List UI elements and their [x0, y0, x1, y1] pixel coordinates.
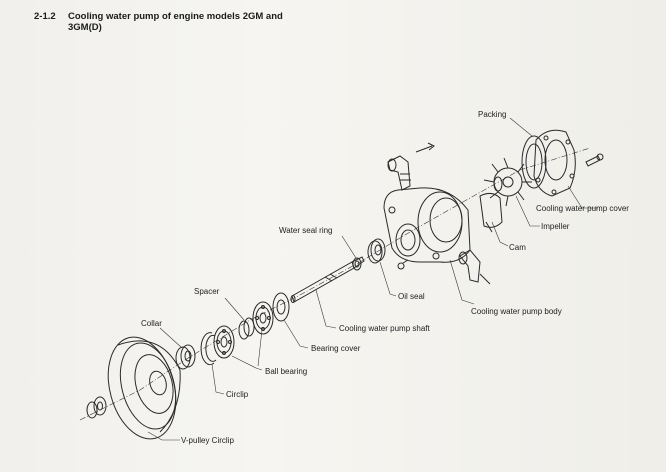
label-cam: Cam: [509, 243, 526, 252]
label-spacer: Spacer: [194, 287, 220, 296]
label-ball-bearing: Ball bearing: [265, 367, 307, 376]
leader-water-seal: [341, 235, 357, 259]
label-packing: Packing: [478, 110, 506, 119]
label-v-pulley-circlip: V-pulley Circlip: [181, 436, 234, 445]
spacer: [238, 317, 255, 340]
label-bearing-cover: Bearing cover: [311, 344, 361, 353]
cover-screw: [585, 153, 604, 167]
leader-spacer: [224, 297, 245, 321]
leader-lines: [147, 117, 598, 441]
leader-impeller: [515, 195, 540, 227]
elbow-fitting-top: [387, 142, 435, 191]
leader-cam: [491, 221, 509, 247]
section-title-line2: 3GM(D): [68, 22, 102, 33]
label-pump-shaft: Cooling water pump shaft: [339, 324, 430, 333]
cam: [479, 192, 503, 233]
leader-shaft: [315, 289, 337, 329]
pulley-nut: [86, 396, 107, 419]
label-circlip: Circlip: [226, 390, 249, 399]
collar: [175, 344, 196, 370]
ball-bearing-2: [252, 301, 274, 335]
impeller: [483, 157, 532, 207]
label-oil-seal: Oil seal: [398, 292, 425, 301]
leader-cover: [567, 185, 598, 209]
label-pump-cover: Cooling water pump cover: [536, 204, 629, 213]
leader-packing: [509, 117, 533, 137]
v-pulley: [107, 336, 181, 440]
body-bolt: [397, 259, 409, 270]
bearing-cover: [272, 292, 290, 322]
explode-axis: [79, 147, 591, 421]
leader-collar: [159, 327, 183, 349]
circlip: [200, 332, 217, 366]
leader-ball-bearing: [231, 329, 263, 371]
section-number: 2-1.2: [34, 11, 56, 22]
section-heading: 2-1.2 Cooling water pump of engine models…: [34, 11, 334, 33]
pump-body: [383, 187, 471, 263]
label-impeller: Impeller: [541, 222, 570, 231]
leader-body: [449, 259, 475, 305]
label-water-seal-ring: Water seal ring: [279, 226, 333, 235]
leader-vpulley: [147, 431, 180, 441]
elbow-fitting-bottom: [458, 249, 491, 285]
leader-bearing-cover: [283, 319, 309, 349]
oil-seal: [367, 238, 386, 264]
leader-oil-seal: [379, 261, 397, 297]
label-collar: Collar: [141, 319, 162, 328]
leader-circlip: [211, 363, 225, 395]
ball-bearing-1: [213, 325, 235, 359]
pump-cover: [533, 129, 576, 197]
packing: [521, 135, 547, 189]
section-title-line1: Cooling water pump of engine models 2GM …: [68, 11, 283, 22]
water-seal-ring: [352, 257, 362, 271]
label-pump-body: Cooling water pump body: [471, 307, 562, 316]
